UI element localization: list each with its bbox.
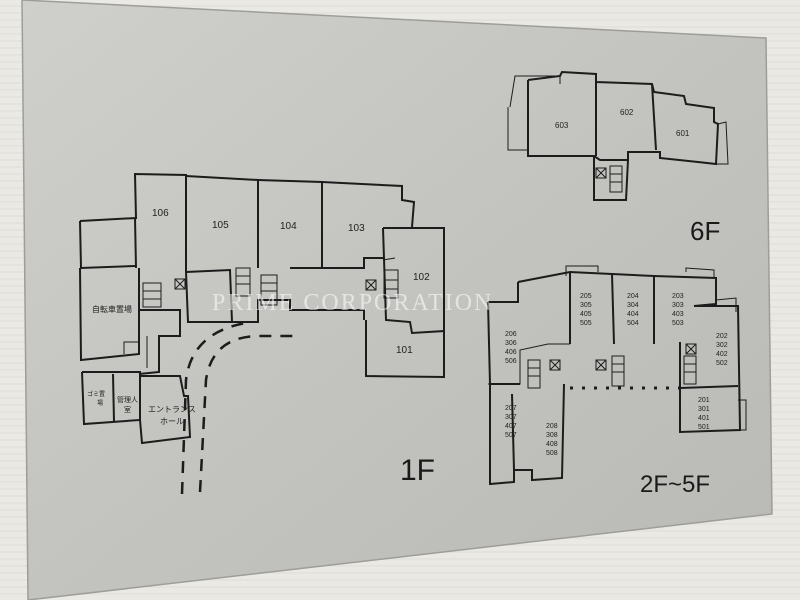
unit-label: 401 — [698, 415, 710, 422]
room-601-label: 601 — [676, 129, 690, 138]
room-103-label: 103 — [348, 223, 365, 234]
trash-room-label: ゴミ置 — [87, 390, 105, 398]
unit-label: 408 — [546, 441, 558, 448]
unit-stack-203: 203 303 403 503 — [672, 293, 684, 327]
unit-label: 508 — [546, 450, 558, 457]
room-106-label: 106 — [152, 208, 169, 219]
entrance-hall-label: エントランス — [148, 405, 196, 414]
unit-label: 404 — [627, 311, 639, 318]
unit-stack-202: 202 302 402 502 — [716, 333, 728, 367]
unit-label: 405 — [580, 311, 592, 318]
unit-label: 203 — [672, 293, 684, 300]
unit-label: 202 — [716, 333, 728, 340]
unit-label: 504 — [627, 320, 639, 327]
unit-label: 502 — [716, 360, 728, 367]
first-floor-label: 1F — [400, 454, 435, 487]
unit-label: 304 — [627, 302, 639, 309]
unit-label: 503 — [672, 320, 684, 327]
unit-label: 204 — [627, 293, 639, 300]
manager-room-label: 管理人 — [117, 395, 138, 404]
unit-label: 208 — [546, 423, 558, 430]
unit-stack-208: 208 308 408 508 — [546, 423, 558, 457]
unit-label: 402 — [716, 351, 728, 358]
room-102-label: 102 — [413, 272, 430, 283]
unit-label: 201 — [698, 397, 710, 404]
trash-room-label-2: 場 — [97, 399, 103, 407]
unit-label: 507 — [505, 432, 517, 439]
unit-label: 207 — [505, 405, 517, 412]
room-101-label: 101 — [396, 345, 413, 356]
unit-label: 407 — [505, 423, 517, 430]
sixth-floor-plan: 603 602 601 — [507, 70, 729, 201]
unit-label: 302 — [716, 342, 728, 349]
unit-stack-201: 201 301 401 501 — [698, 397, 710, 431]
unit-label: 303 — [672, 302, 684, 309]
typical-floor-plan: 205 305 405 505 204 304 404 504 203 303 … — [487, 265, 747, 486]
unit-label: 403 — [672, 311, 684, 318]
unit-label: 305 — [580, 302, 592, 309]
room-105-label: 105 — [212, 220, 229, 231]
unit-stack-206: 206 306 406 506 — [505, 331, 517, 365]
unit-label: 501 — [698, 424, 710, 431]
room-602-label: 602 — [620, 108, 634, 117]
watermark: PRIME CORPORATION — [212, 290, 493, 316]
unit-label: 506 — [505, 358, 517, 365]
unit-label: 306 — [505, 340, 517, 347]
unit-stack-204: 204 304 404 504 — [627, 293, 639, 327]
sixth-floor-label: 6F — [690, 216, 720, 246]
metal-plate — [21, 0, 773, 600]
unit-label: 505 — [580, 320, 592, 327]
unit-label: 307 — [505, 414, 517, 421]
unit-label: 205 — [580, 293, 592, 300]
entrance-hall-label-2: ホール — [160, 417, 184, 426]
first-floor-plan: 106 105 104 103 102 101 自転車置場 ゴミ置 場 管理人 … — [79, 172, 445, 495]
unit-label: 301 — [698, 406, 710, 413]
unit-stack-207: 207 307 407 507 — [505, 405, 517, 439]
unit-label: 308 — [546, 432, 558, 439]
unit-label: 406 — [505, 349, 517, 356]
bicycle-parking-label: 自転車置場 — [92, 304, 132, 314]
typical-floor-label: 2F~5F — [640, 471, 710, 498]
room-104-label: 104 — [280, 221, 297, 232]
manager-room-label-2: 室 — [124, 405, 131, 414]
unit-label: 206 — [505, 331, 517, 338]
room-603-label: 603 — [555, 121, 569, 130]
unit-stack-205: 205 305 405 505 — [580, 293, 592, 327]
